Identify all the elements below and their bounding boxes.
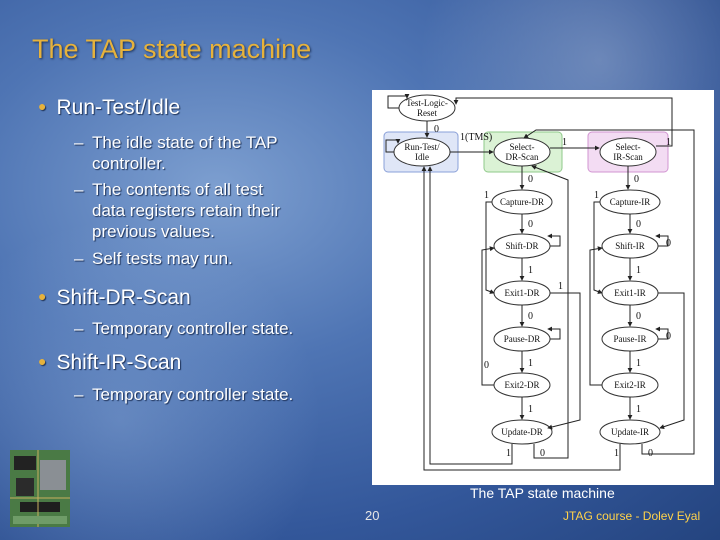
page-number: 20 [365, 508, 379, 523]
sub-bullet-temporary-ir: –Temporary controller state. [74, 384, 293, 405]
transition-label: 0 [434, 124, 439, 135]
transition-arrow [658, 293, 684, 428]
sub-text: Temporary controller state. [92, 385, 293, 404]
circuit-board-icon [10, 450, 70, 527]
dash: – [74, 384, 92, 405]
state-label: Pause-IR [614, 334, 647, 344]
transition-label: 0 [648, 448, 653, 459]
transition-label: 1 [506, 448, 511, 459]
transition-label: 0 [666, 331, 671, 342]
bullet-shift-dr-scan: ● Shift-DR-Scan [38, 286, 191, 310]
transition-label: 1 [636, 404, 641, 415]
state-label: Run-Test/ [404, 142, 440, 152]
transition-label: 1 [614, 448, 619, 459]
transition-label: 0 [528, 174, 533, 185]
transition-arrow [430, 167, 512, 464]
transition-label: 1 [528, 358, 533, 369]
transition-label: 1 [594, 190, 599, 201]
state-label: Pause-DR [504, 334, 541, 344]
sub-bullet-temporary-dr: –Temporary controller state. [74, 318, 293, 339]
transition-label: 1 [562, 137, 567, 148]
sub-text: The contents of all test [92, 180, 263, 199]
state-label: Update-IR [611, 427, 649, 437]
dash: – [74, 132, 92, 153]
bullet-text: Shift-DR-Scan [56, 286, 190, 309]
dash: – [74, 179, 92, 200]
transition-label: 1 [636, 358, 641, 369]
transition-label: 1 [484, 190, 489, 201]
diagram-caption: The TAP state machine [470, 485, 615, 501]
transition-label: 0 [528, 311, 533, 322]
sub-text: The idle state of the TAP [92, 133, 278, 152]
transition-arrow [548, 293, 580, 428]
transition-arrow [590, 248, 602, 385]
state-label: Capture-IR [610, 197, 651, 207]
state-label: Exit2-IR [614, 380, 646, 390]
state-label: Select- [616, 142, 641, 152]
tms-label: 1(TMS) [460, 132, 492, 143]
sub-bullet-idle-state: –The idle state of the TAP controller. [74, 132, 278, 174]
transition-label: 1 [666, 137, 671, 148]
bullet-run-test-idle: ● Run-Test/Idle [38, 96, 180, 120]
bullet-dot-icon: ● [38, 288, 46, 304]
circuit-board-image [10, 450, 70, 527]
bullet-dot-icon: ● [38, 353, 46, 369]
transition-label: 0 [528, 219, 533, 230]
transition-label: 1 [528, 404, 533, 415]
sub-bullet-self-tests: –Self tests may run. [74, 248, 233, 269]
bullet-shift-ir-scan: ● Shift-IR-Scan [38, 351, 181, 375]
transition-label: 0 [540, 448, 545, 459]
transition-label: 0 [666, 238, 671, 249]
sub-bullet-registers-retain: –The contents of all test data registers… [74, 179, 280, 242]
transition-label: 0 [636, 311, 641, 322]
state-label: IR-Scan [613, 152, 643, 162]
slide-title: The TAP state machine [32, 34, 311, 65]
state-label: Select- [510, 142, 535, 152]
transition-label: 1 [558, 281, 563, 292]
transition-arrow [594, 202, 602, 293]
state-label: Shift-DR [505, 241, 538, 251]
transition-label: 1 [636, 265, 641, 276]
state-label: Reset [417, 108, 437, 118]
state-label: Exit2-DR [505, 380, 540, 390]
sub-text: Self tests may run. [92, 249, 233, 268]
bullet-text: Shift-IR-Scan [56, 351, 181, 374]
state-label: Exit1-IR [614, 288, 646, 298]
sub-text: Temporary controller state. [92, 319, 293, 338]
state-label: Idle [415, 152, 429, 162]
state-label: Capture-DR [500, 197, 544, 207]
sub-text: previous values. [74, 221, 280, 242]
transition-label: 0 [634, 174, 639, 185]
state-label: Exit1-DR [505, 288, 540, 298]
tap-state-diagram: Test-Logic- Reset Run-Test/ Idle Select-… [372, 90, 714, 485]
transition-label: 1 [528, 265, 533, 276]
footer-text: JTAG course - Dolev Eyal [563, 509, 700, 523]
sub-text: controller. [74, 153, 278, 174]
bullet-text: Run-Test/Idle [56, 96, 180, 119]
state-label: Test-Logic- [406, 98, 448, 108]
transition-label: 0 [636, 219, 641, 230]
sub-text: data registers retain their [74, 200, 280, 221]
dash: – [74, 248, 92, 269]
state-label: Update-DR [501, 427, 543, 437]
transition-arrow [486, 202, 494, 293]
bullet-dot-icon: ● [38, 98, 46, 114]
state-label: DR-Scan [506, 152, 539, 162]
state-label: Shift-IR [615, 241, 645, 251]
dash: – [74, 318, 92, 339]
transition-label: 0 [484, 360, 489, 371]
